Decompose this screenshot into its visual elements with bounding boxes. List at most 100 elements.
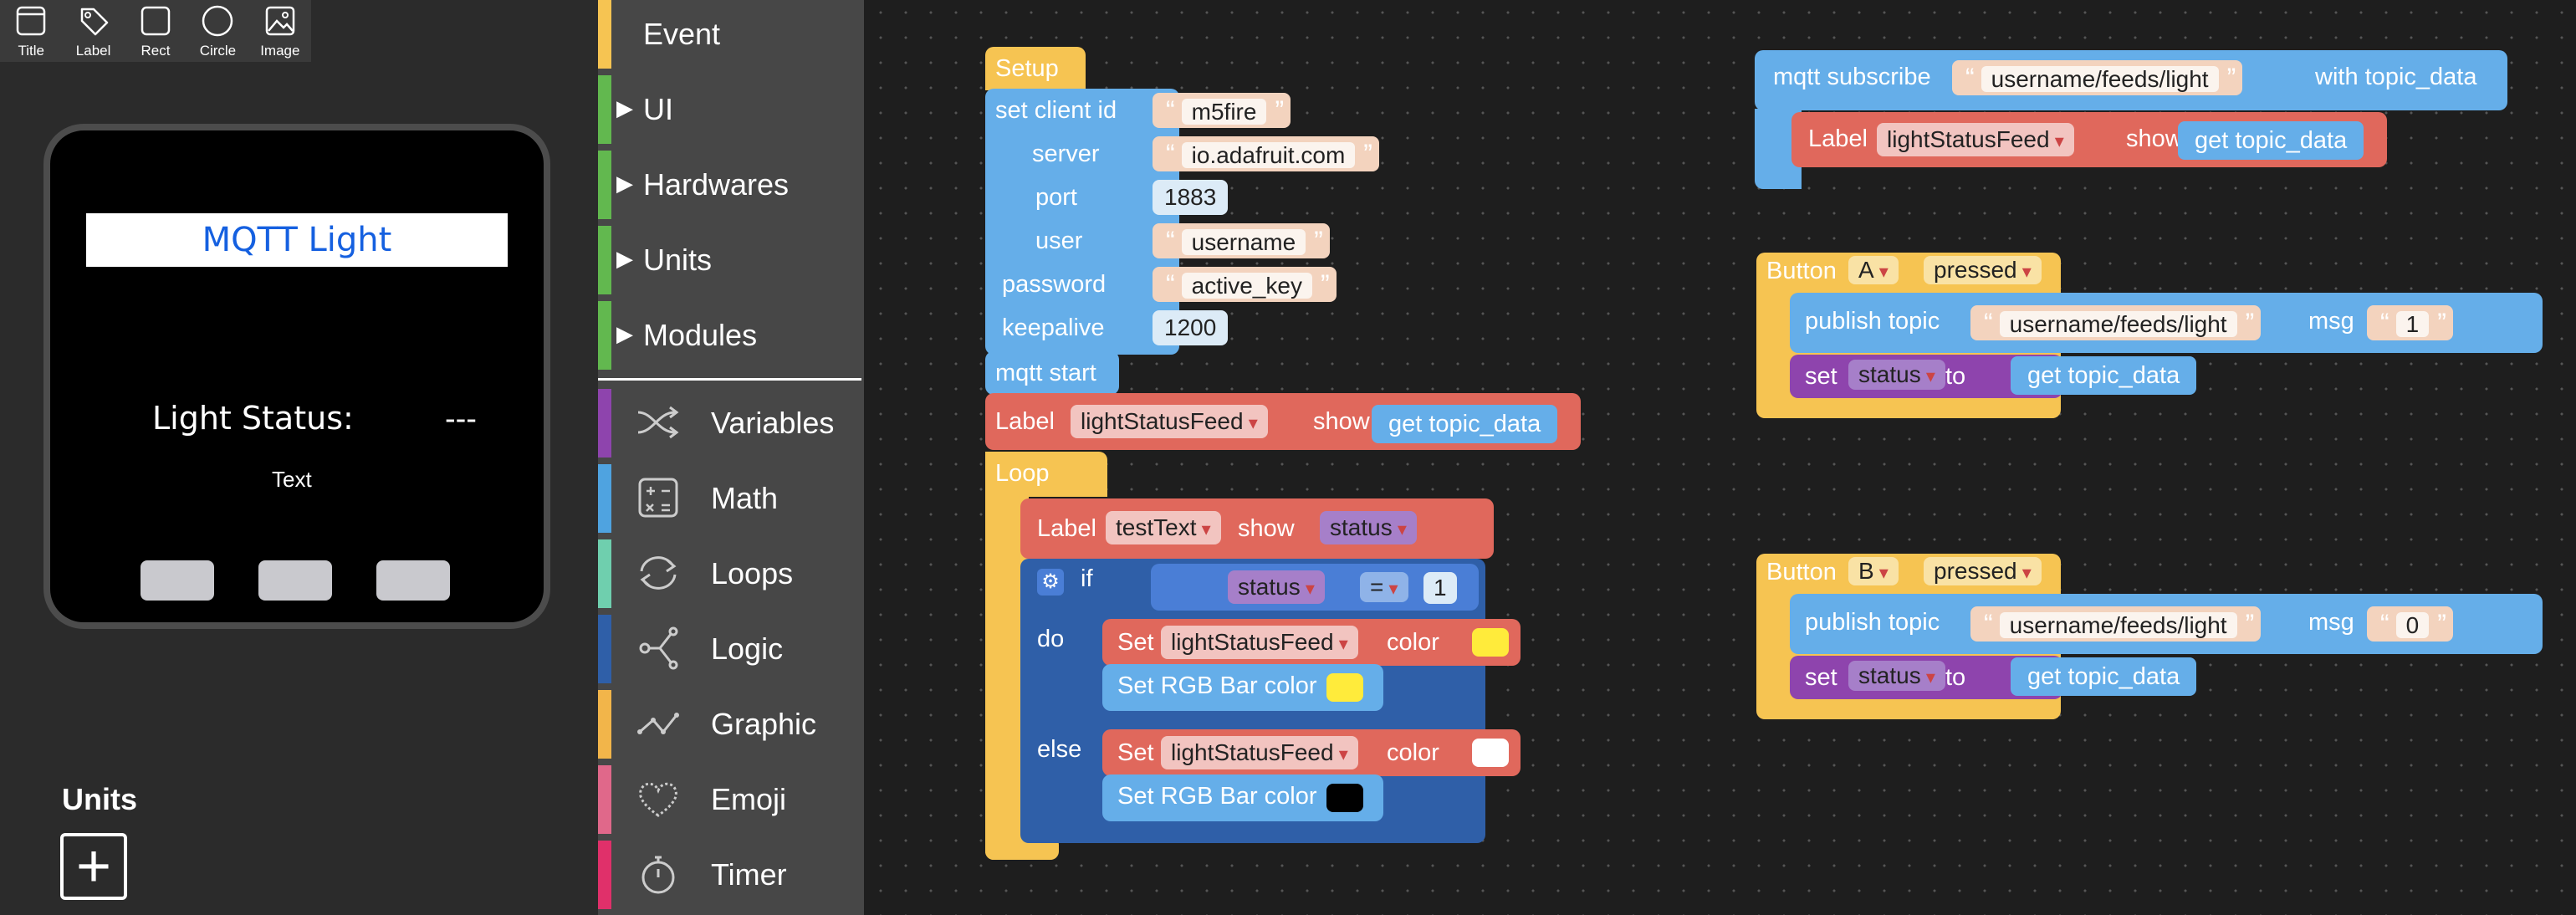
category-color-strip	[598, 615, 611, 683]
circle-tool-button[interactable]: Circle	[187, 0, 248, 62]
msg-a-value[interactable]: 1	[2395, 311, 2430, 337]
category-emoji[interactable]: Emoji	[598, 765, 864, 841]
do-keyword: do	[1037, 626, 1065, 652]
category-hardwares[interactable]: ▶ Hardwares	[598, 151, 864, 226]
category-variables[interactable]: Variables	[598, 389, 864, 464]
title-tool-button[interactable]: Title	[0, 0, 62, 62]
client-id-string[interactable]: “m5fire”	[1153, 93, 1291, 128]
equals-operator-dropdown[interactable]: =	[1360, 572, 1408, 602]
device-button-b[interactable]	[258, 560, 332, 601]
msg-b-string[interactable]: “0”	[2367, 606, 2453, 642]
publish-topic-a-string[interactable]: “username/feeds/light”	[1970, 305, 2262, 340]
msg-label: msg	[2308, 308, 2354, 335]
category-label: Hardwares	[643, 167, 790, 202]
quote-close-icon: ”	[2245, 609, 2255, 639]
server-value[interactable]: io.adafruit.com	[1181, 142, 1356, 168]
label-name-dropdown[interactable]: lightStatusFeed	[1071, 405, 1268, 438]
image-tool-button[interactable]: Image	[249, 0, 311, 62]
quote-open-icon: “	[1166, 269, 1175, 299]
category-modules[interactable]: ▶ Modules	[598, 301, 864, 376]
msg-b-value[interactable]: 0	[2395, 612, 2430, 638]
quote-close-icon: ”	[2226, 63, 2236, 93]
quote-close-icon: ”	[1363, 139, 1372, 169]
server-string[interactable]: “io.adafruit.com”	[1153, 136, 1379, 171]
settings-gear-icon[interactable]: ⚙	[1037, 569, 1064, 596]
keepalive-number[interactable]: 1200	[1153, 310, 1229, 345]
button-b-dropdown[interactable]: B	[1848, 557, 1899, 585]
mqtt-subscribe-block[interactable]: mqtt subscribe with topic_data	[1755, 50, 2507, 110]
setup-hat-block[interactable]: Setup	[985, 47, 1086, 90]
else-rgb-color-swatch[interactable]	[1326, 784, 1363, 812]
tag-icon	[80, 8, 108, 36]
publish-topic-b-value[interactable]: username/feeds/light	[1999, 612, 2237, 638]
client-id-value[interactable]: m5fire	[1181, 99, 1267, 125]
set-keyword: Set	[1117, 629, 1154, 656]
button-a-dropdown[interactable]: A	[1848, 256, 1899, 284]
screen-title[interactable]: MQTT Light	[86, 213, 508, 267]
set-status-a-dropdown[interactable]: status	[1848, 360, 1945, 390]
subscribe-topic-value[interactable]: username/feeds/light	[1981, 66, 2219, 92]
publish-topic-a-value[interactable]: username/feeds/light	[1999, 311, 2237, 337]
else-color-swatch[interactable]	[1472, 739, 1509, 767]
publish-topic-b-string[interactable]: “username/feeds/light”	[1970, 606, 2262, 642]
with-topic-data-label: with topic_data	[2315, 64, 2477, 90]
set-status-b-dropdown[interactable]: status	[1848, 661, 1945, 691]
quote-close-icon: ”	[2437, 609, 2446, 639]
loop-hat-block[interactable]: Loop	[985, 452, 1107, 497]
device-button-c[interactable]	[376, 560, 450, 601]
screen-text-label[interactable]: Text	[272, 467, 312, 492]
label-tool-button[interactable]: Label	[62, 0, 124, 62]
button-b-get-topic-block[interactable]: get topic_data	[2011, 657, 2197, 696]
to-keyword: to	[1945, 664, 1966, 691]
category-label: Graphic	[711, 707, 817, 741]
subscribe-label-dropdown[interactable]: lightStatusFeed	[1877, 123, 2074, 156]
mqtt-start-block[interactable]: mqtt start	[985, 351, 1119, 395]
mqtt-start-label: mqtt start	[995, 360, 1096, 386]
status-variable-dropdown[interactable]: status	[1320, 511, 1417, 544]
category-timer[interactable]: Timer	[598, 841, 864, 915]
set-label-dropdown[interactable]: lightStatusFeed	[1161, 626, 1358, 659]
if-status-dropdown[interactable]: status	[1228, 570, 1325, 604]
label-test-text-block[interactable]: Label show	[1020, 498, 1494, 559]
get-topic-data-block[interactable]: get topic_data	[1372, 405, 1558, 443]
device-button-a[interactable]	[141, 560, 214, 601]
user-string[interactable]: “username”	[1153, 223, 1330, 258]
rect-tool-button[interactable]: Rect	[125, 0, 187, 62]
ui-element-toolbar: Title Label Rect Circle Image	[0, 0, 311, 62]
compare-number[interactable]: 1	[1423, 572, 1457, 604]
button-a-get-topic-block[interactable]: get topic_data	[2011, 356, 2197, 395]
category-units[interactable]: ▶ Units	[598, 226, 864, 301]
screen-light-status-label[interactable]: Light Status:	[152, 400, 354, 437]
password-string[interactable]: “active_key”	[1153, 267, 1337, 302]
category-logic[interactable]: Logic	[598, 615, 864, 690]
quote-open-icon: “	[1166, 95, 1175, 125]
msg-a-string[interactable]: “1”	[2367, 305, 2453, 340]
category-graphic[interactable]: Graphic	[598, 690, 864, 765]
category-label: Timer	[711, 857, 787, 892]
subscribe-get-topic-block[interactable]: get topic_data	[2178, 121, 2364, 160]
category-ui[interactable]: ▶ UI	[598, 75, 864, 151]
set-label-dropdown[interactable]: lightStatusFeed	[1161, 736, 1358, 769]
do-color-swatch[interactable]	[1472, 628, 1509, 657]
user-value[interactable]: username	[1181, 229, 1306, 255]
test-text-dropdown[interactable]: testText	[1106, 511, 1221, 544]
subscribe-topic-string[interactable]: “username/feeds/light”	[1952, 60, 2243, 95]
screen-status-value[interactable]: ---	[445, 401, 477, 437]
mqtt-config-block[interactable]: set client id server port user password …	[985, 89, 1179, 355]
button-a-event-dropdown[interactable]: pressed	[1924, 256, 2042, 284]
password-value[interactable]: active_key	[1181, 273, 1312, 299]
show-keyword: show	[1238, 515, 1295, 542]
category-loops[interactable]: Loops	[598, 539, 864, 615]
blockly-workspace[interactable]: Setup set client id server port user pas…	[868, 0, 2576, 915]
port-number[interactable]: 1883	[1153, 180, 1229, 215]
msg-label: msg	[2308, 609, 2354, 636]
if-keyword: if	[1081, 565, 1093, 592]
block-category-list: Event ▶ UI ▶ Hardwares ▶ Units ▶ Modules…	[598, 0, 864, 915]
category-math[interactable]: Math	[598, 464, 864, 539]
add-unit-button[interactable]: +	[60, 833, 127, 900]
do-rgb-color-swatch[interactable]	[1326, 673, 1363, 702]
button-b-event-dropdown[interactable]: pressed	[1924, 557, 2042, 585]
show-keyword: show	[2126, 125, 2183, 152]
set-rgb-bar-else-block[interactable]: Set RGB Bar color	[1102, 774, 1383, 821]
category-event[interactable]: Event	[598, 0, 864, 75]
